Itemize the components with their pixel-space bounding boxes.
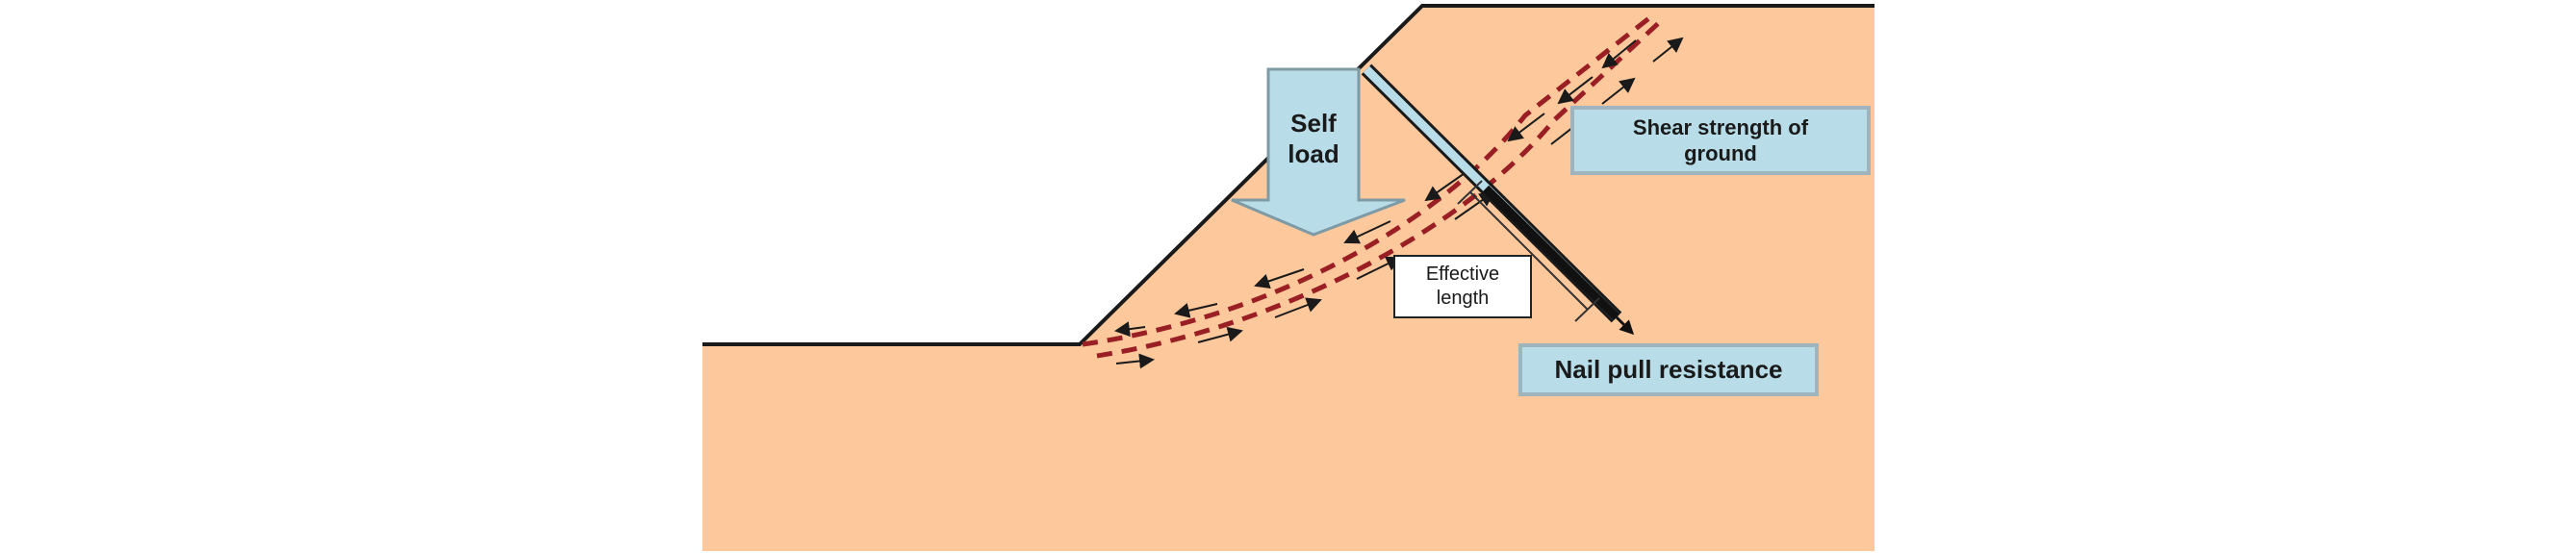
nail-pull-resistance-label: Nail pull resistance (1518, 343, 1819, 396)
slip-surface-lower (1096, 15, 1667, 359)
self-load-label: Self load (1288, 108, 1339, 169)
soil-nail (1361, 63, 1635, 336)
slip-surface-upper (1082, 15, 1652, 347)
self-load-arrow (1231, 67, 1406, 237)
shear-strength-label: Shear strength of ground (1570, 106, 1871, 175)
ground-surface-line (702, 4, 1875, 346)
effective-length-dimension (1457, 180, 1600, 322)
shear-arrows-upper (1114, 39, 1637, 338)
effective-length-label: Effective length (1393, 255, 1532, 318)
